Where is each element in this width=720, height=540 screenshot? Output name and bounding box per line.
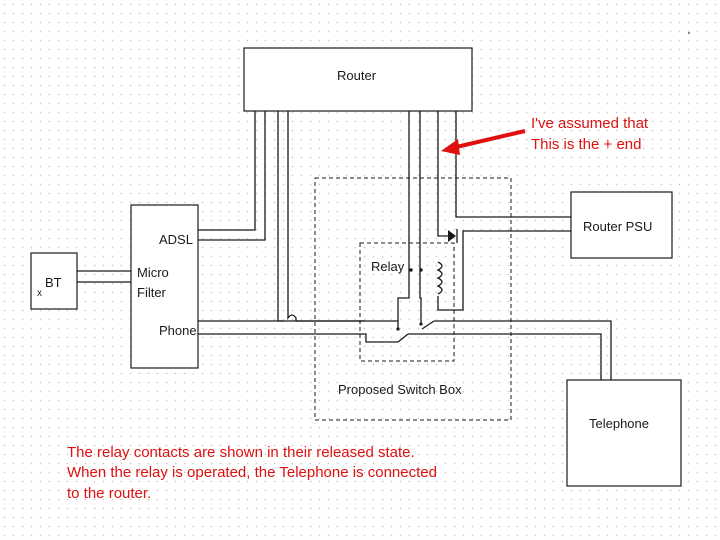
relay-outline <box>359 242 455 362</box>
router-psu-label: Router PSU <box>583 219 652 234</box>
phone-port-label: Phone <box>159 323 197 338</box>
relay-note-line2: When the relay is operated, the Telephon… <box>67 464 437 481</box>
adsl-wire-outer <box>198 111 256 231</box>
micro-filter-label-1: Micro <box>137 265 169 280</box>
router-phone-wire-1 <box>277 111 365 322</box>
bt-mark: x <box>37 288 42 299</box>
switch-box-label: Proposed Switch Box <box>338 382 462 397</box>
router-phone-wire-2 <box>287 111 297 321</box>
plus-end-arrow-line <box>451 129 526 150</box>
relay-feed-2 <box>419 111 422 324</box>
router-psu-box <box>570 191 673 259</box>
telephone-label: Telephone <box>589 416 649 431</box>
bt-label: BT <box>45 275 62 290</box>
contact-out-top <box>434 320 612 380</box>
relay-contact-2 <box>397 333 409 343</box>
telephone-box <box>566 379 682 487</box>
psu-wire-coil <box>437 236 464 311</box>
psu-wire-3 <box>462 230 571 236</box>
relay-feed-1 <box>397 111 410 329</box>
micro-filter-box <box>130 204 199 369</box>
adsl-port-label: ADSL <box>159 232 193 247</box>
switch-box-outline <box>314 177 512 421</box>
relay-contact-3 <box>421 320 435 330</box>
relay-dot-2 <box>419 268 423 272</box>
plus-end-note-line1: I've assumed that <box>531 115 649 132</box>
psu-plus-wire <box>437 111 448 237</box>
relay-dot-1 <box>409 268 413 272</box>
phone-wire-bottom <box>198 333 398 343</box>
adsl-wire-inner <box>198 111 266 241</box>
relay-coil <box>436 261 443 295</box>
diode-symbol <box>448 230 456 242</box>
router-label: Router <box>337 68 377 83</box>
bt-box <box>30 252 78 310</box>
plus-end-arrow-head <box>441 139 460 155</box>
contact-out-bottom <box>408 333 602 380</box>
micro-filter-label-2: Filter <box>137 285 167 300</box>
router-box <box>243 47 473 112</box>
relay-label: Relay <box>371 259 405 274</box>
relay-note-line1: The relay contacts are shown in their re… <box>67 444 415 461</box>
plus-end-note-line2: This is the + end <box>531 136 641 153</box>
relay-note-line3: to the router. <box>67 485 151 502</box>
